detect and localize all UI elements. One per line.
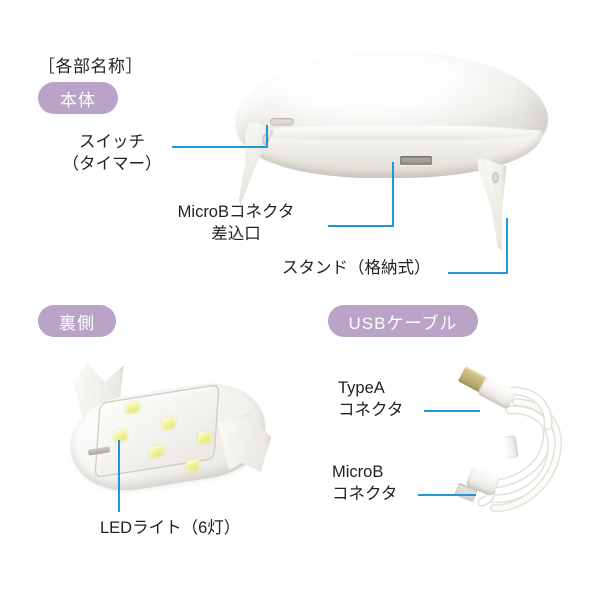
callout-type-a-connector: TypeA コネクタ [338,378,403,422]
callout-microb-port: MicroBコネクタ 差込口 [150,202,322,246]
section-badge-main-unit: 本体 [38,82,118,114]
lamp-leg-left-hole [262,134,269,145]
callout-microb-line1: MicroB [332,463,384,481]
callout-type-a-line2: コネクタ [338,400,404,419]
lamp-leg-right-hole [492,172,499,183]
callout-type-a-line1: TypeA [338,379,385,397]
leader-microb-horizontal [418,494,476,496]
callout-switch-line1: スイッチ [79,133,145,151]
callout-microb-port-line2: 差込口 [211,224,261,243]
led-chip [185,458,200,473]
leader-stand-vertical [506,218,508,274]
leader-led-vertical [118,440,120,512]
section-badge-usb-cable: USBケーブル [328,305,478,337]
callout-microb-line2: コネクタ [332,484,398,503]
callout-stand-line1: スタンド（格納式） [282,259,431,277]
usb-cable-photo [432,358,582,540]
main-unit-photo [228,52,558,267]
leader-switch-horizontal [172,146,268,148]
leader-stand-horizontal [448,272,508,274]
leader-switch-vertical [266,125,268,148]
led-chip [149,444,164,459]
lamp-switch [270,118,294,126]
callout-led-light: LEDライト（6灯） [100,518,240,540]
led-chip [125,400,140,415]
callout-switch: スイッチ （タイマー） [58,132,166,176]
led-chip [197,430,212,445]
leader-microb-port-horizontal [328,225,394,227]
callout-microb-connector: MicroB コネクタ [332,462,397,506]
led-chip [113,428,128,443]
callout-led-light-line1: LEDライト（6灯） [100,519,241,537]
callout-stand: スタンド（格納式） [282,258,431,280]
leader-type-a-horizontal [424,410,480,412]
page-title: ［各部名称］ [38,57,143,76]
back-side-photo [52,362,282,512]
callout-microb-port-line1: MicroBコネクタ [177,203,295,221]
callout-switch-line2: （タイマー） [62,154,162,173]
section-badge-back-side: 裏側 [38,305,116,337]
led-chip [161,416,176,431]
lamp-microb-port [400,156,432,165]
leader-microb-port-vertical [392,162,394,227]
lamp-lip-highlight [248,126,538,140]
lamp-leg-right-inner [484,157,512,248]
